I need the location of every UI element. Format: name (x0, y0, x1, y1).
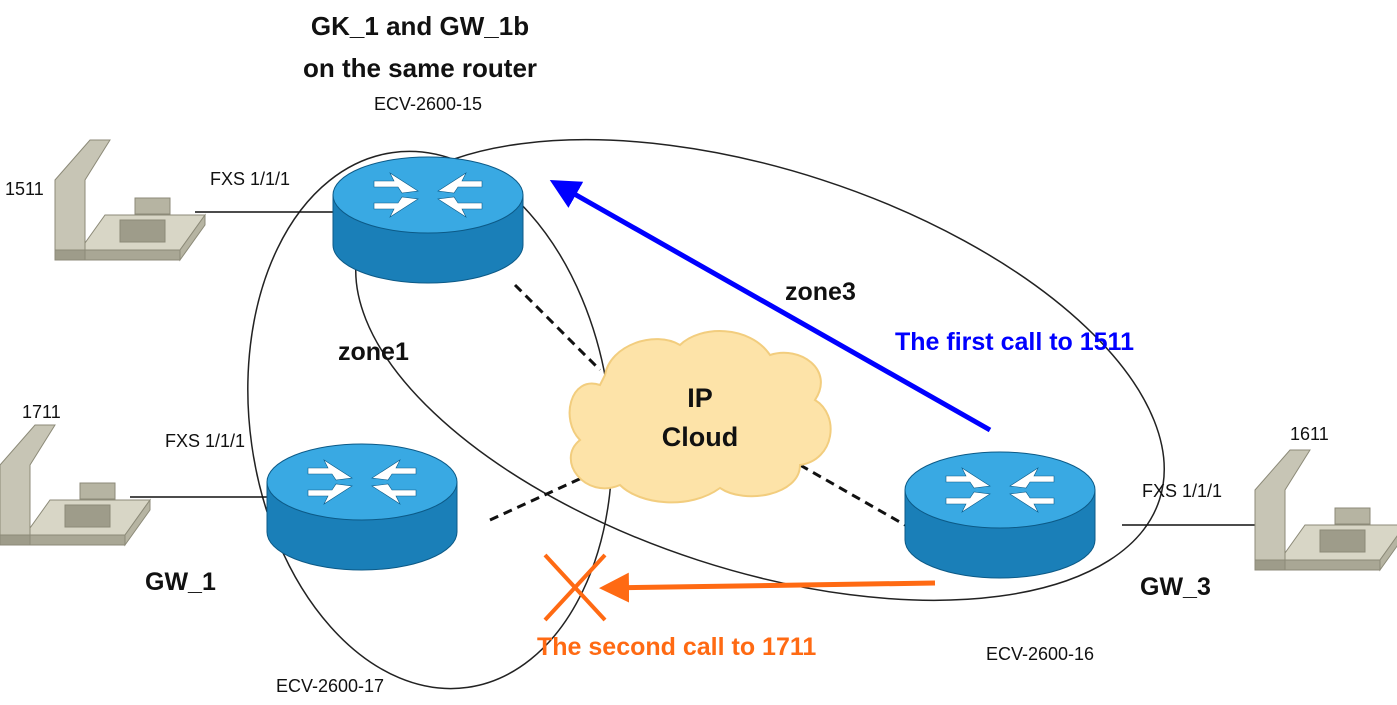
second-call-label: The second call to 1711 (537, 633, 816, 661)
router-left-label: ECV-2600-17 (276, 676, 384, 696)
second-call-arrow (599, 572, 936, 603)
phone-number-1511: 1511 (5, 179, 44, 199)
router-top (332, 156, 524, 284)
router-top-label: ECV-2600-15 (374, 94, 482, 114)
cloud-label-1: IP (687, 383, 713, 413)
router-top-port: FXS 1/1/1 (210, 169, 290, 189)
router-right (904, 451, 1096, 579)
ip-cloud: IP Cloud (568, 330, 832, 504)
router-left (266, 443, 458, 571)
first-call-label: The first call to 1511 (895, 328, 1134, 356)
first-call-arrow (549, 180, 992, 433)
phone-number-1711: 1711 (22, 402, 61, 422)
link-top-cloud (513, 283, 602, 372)
router-right-port: FXS 1/1/1 (1142, 481, 1222, 501)
link-right-cloud (799, 463, 906, 527)
phone-icon-1711 (0, 424, 151, 546)
title-line-2: on the same router (303, 53, 537, 83)
router-right-label: ECV-2600-16 (986, 644, 1094, 664)
router-left-port: FXS 1/1/1 (165, 431, 245, 451)
router-left-name: GW_1 (145, 568, 216, 596)
phone-number-1611: 1611 (1290, 424, 1329, 444)
cloud-label-2: Cloud (662, 422, 738, 452)
zone1-label: zone1 (338, 338, 409, 366)
call-failed-x-icon (543, 553, 607, 622)
phone-icon-1511 (54, 139, 206, 261)
zone3-label: zone3 (785, 278, 856, 306)
title-line-1: GK_1 and GW_1b (311, 11, 529, 41)
router-right-name: GW_3 (1140, 573, 1211, 601)
phone-icon-1611 (1254, 449, 1397, 571)
